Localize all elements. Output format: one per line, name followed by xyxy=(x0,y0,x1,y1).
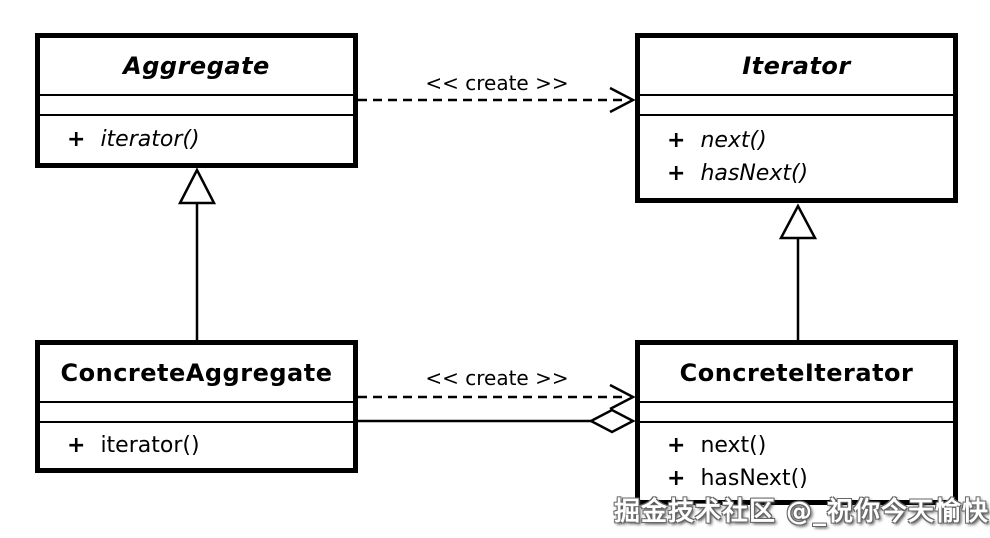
class-iterator-title: Iterator xyxy=(742,52,851,80)
visibility-public-sign: + xyxy=(667,161,686,186)
method-row: + next() xyxy=(667,433,953,458)
class-aggregate-methods-section: + iterator() xyxy=(40,116,353,163)
class-aggregate-attributes-section xyxy=(40,94,353,116)
method-name: iterator() xyxy=(100,127,200,152)
class-concrete-iterator: ConcreteIterator + next() + hasNext() xyxy=(635,340,958,505)
method-name: next() xyxy=(700,128,767,153)
method-row: + iterator() xyxy=(67,127,353,152)
create-label-bottom: << create >> xyxy=(425,366,569,390)
generalization-arrow-left xyxy=(177,167,217,340)
method-name: next() xyxy=(700,432,767,458)
visibility-public-sign: + xyxy=(667,128,686,153)
method-row: + hasNext() xyxy=(667,466,953,491)
class-aggregate-title: Aggregate xyxy=(123,52,270,80)
class-aggregate: Aggregate + iterator() xyxy=(35,33,358,168)
watermark-text: 掘金技术社区 @_祝你今天愉快 xyxy=(614,497,990,527)
method-name: iterator() xyxy=(100,433,200,458)
class-concrete-aggregate-attributes-section xyxy=(40,401,353,423)
class-concrete-iterator-methods-section: + next() + hasNext() xyxy=(640,423,953,500)
class-iterator: Iterator + next() + hasNext() xyxy=(635,33,958,203)
class-concrete-aggregate: ConcreteAggregate + iterator() xyxy=(35,340,358,473)
class-concrete-iterator-attributes-section xyxy=(640,401,953,423)
visibility-public-sign: + xyxy=(67,433,86,458)
class-iterator-attributes-section xyxy=(640,94,953,116)
method-name: hasNext() xyxy=(700,161,809,186)
class-iterator-methods-section: + next() + hasNext() xyxy=(640,116,953,198)
create-dependency-arrow-bottom xyxy=(358,383,636,411)
method-row: + next() xyxy=(667,128,953,153)
class-concrete-aggregate-title: ConcreteAggregate xyxy=(60,359,333,387)
create-dependency-arrow-top xyxy=(358,86,636,114)
generalization-arrow-right xyxy=(778,203,818,340)
visibility-public-sign: + xyxy=(667,465,686,491)
aggregation-connector xyxy=(358,408,636,434)
method-name: hasNext() xyxy=(700,465,808,491)
visibility-public-sign: + xyxy=(667,432,686,458)
class-concrete-aggregate-methods-section: + iterator() xyxy=(40,423,353,468)
method-row: + iterator() xyxy=(67,433,353,458)
class-concrete-iterator-title: ConcreteIterator xyxy=(679,359,914,387)
method-row: + hasNext() xyxy=(667,161,953,186)
create-label-top: << create >> xyxy=(425,71,569,95)
visibility-public-sign: + xyxy=(67,127,86,152)
